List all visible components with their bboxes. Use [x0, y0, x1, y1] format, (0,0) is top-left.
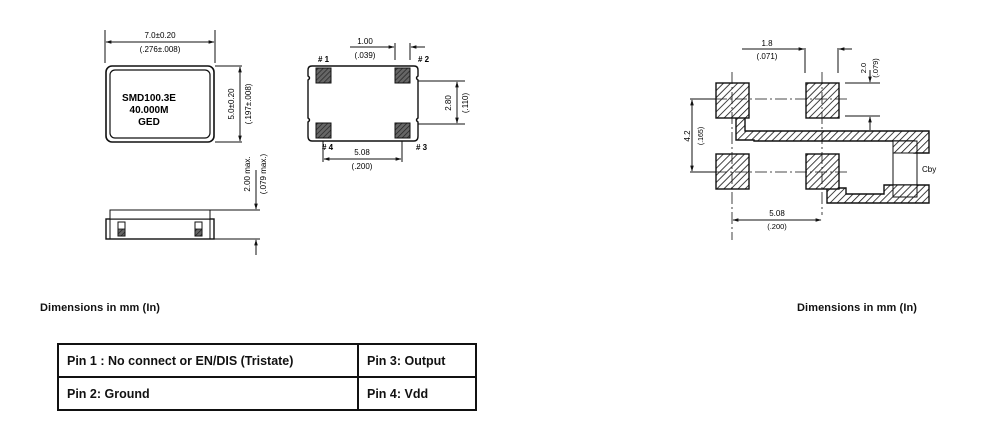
lp-pitch-v-dim: 4.2	[683, 130, 692, 142]
pin-label-1: # 1	[318, 55, 330, 64]
pad-pitch-v-dim: 2.80	[444, 95, 453, 111]
side-view: 2.00 max. (.079 max.)	[105, 153, 268, 255]
table-row: Pin 2: Ground Pin 4: Vdd	[57, 376, 477, 411]
pin-label-2: # 2	[418, 55, 430, 64]
height-dim-in: (.197±.008)	[244, 83, 253, 124]
lp-pitch-h-dim-in: (.200)	[767, 222, 787, 231]
pin-assignment-table: Pin 1 : No connect or EN/DIS (Tristate) …	[57, 343, 477, 411]
side-height-dim-in: (.079 max.)	[259, 153, 268, 194]
side-height-dim: 2.00 max.	[243, 156, 252, 191]
top-view: 7.0±0.20 (.276±.008) SMD100.3E 40.000M G…	[104, 30, 253, 143]
pin-label-4: # 4	[322, 143, 334, 152]
pad-pitch-h-dim-in: (.200)	[352, 162, 373, 171]
marking-line-3: GED	[138, 117, 160, 128]
capacitor-label: Cby	[922, 165, 936, 174]
pad-width-dim: 1.00	[357, 37, 373, 46]
pad-pitch-v-dim-in: (.110)	[461, 93, 470, 114]
marking-line-1: SMD100.3E	[122, 93, 176, 104]
bottom-view: # 1 # 2 # 3 # 4 1.00 (.039) 2.80 (.110) …	[307, 37, 470, 171]
table-row: Pin 1 : No connect or EN/DIS (Tristate) …	[57, 343, 477, 378]
package-outline	[105, 65, 215, 143]
lp-pad-height-dim-in: (.079)	[871, 58, 880, 78]
pin-4-cell: Pin 4: Vdd	[357, 376, 477, 411]
lp-pad-width-dim: 1.8	[761, 39, 773, 48]
package-dimensions-caption: Dimensions in mm (In)	[40, 302, 161, 314]
pad-pitch-h-dim: 5.08	[354, 148, 370, 157]
pin-label-3: # 3	[416, 143, 428, 152]
marking-line-2: 40.000M	[130, 105, 169, 116]
lp-pitch-v-dim-in: (.165)	[698, 127, 705, 145]
width-dim-in: (.276±.008)	[140, 45, 181, 54]
pin-2-cell: Pin 2: Ground	[57, 376, 359, 411]
height-dim: 5.0±0.20	[227, 88, 236, 120]
lp-pitch-h-dim: 5.08	[769, 209, 785, 218]
lp-pad-width-dim-in: (.071)	[757, 52, 778, 61]
land-pattern: Cby 1.8 (.071) 2.0 (.079) 4.2 (.165) 5.0…	[683, 39, 936, 240]
width-dim: 7.0±0.20	[144, 31, 176, 40]
pin-1-cell: Pin 1 : No connect or EN/DIS (Tristate)	[57, 343, 359, 378]
pin-3-cell: Pin 3: Output	[357, 343, 477, 378]
lp-pad-height-dim: 2.0	[859, 63, 868, 73]
land-pattern-dimensions-caption: Dimensions in mm (In)	[797, 302, 918, 314]
pad-width-dim-in: (.039)	[355, 51, 376, 60]
